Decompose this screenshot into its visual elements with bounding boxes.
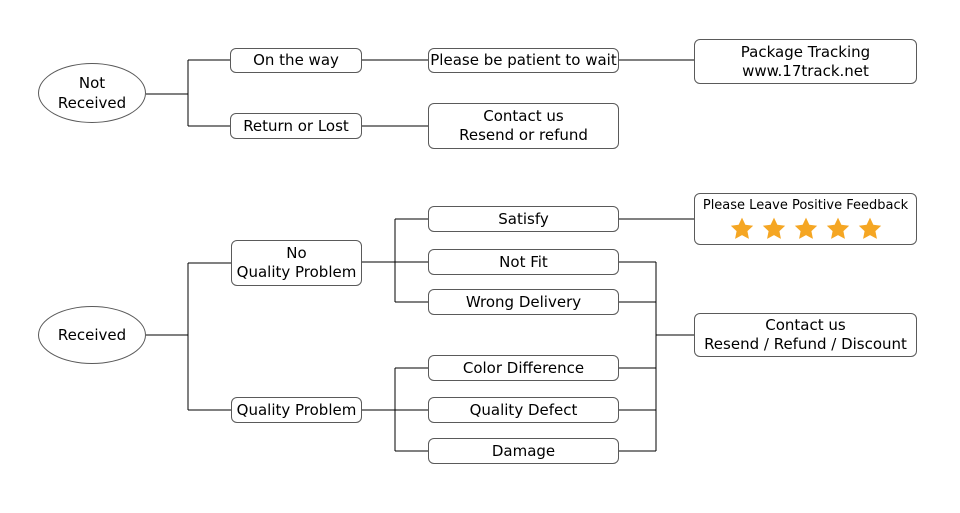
feedback-title: Please Leave Positive Feedback: [702, 197, 909, 213]
contact-resend-refund-node: Contact us Resend or refund: [428, 103, 619, 149]
damage-node: Damage: [428, 438, 619, 464]
contact-us-label: Contact us: [765, 316, 846, 334]
no-quality-label-line1: No: [286, 244, 307, 262]
wrong-delivery-node: Wrong Delivery: [428, 289, 619, 315]
tracking-url: www.17track.net: [742, 61, 869, 80]
not-fit-node: Not Fit: [428, 249, 619, 275]
no-quality-problem-node: No Quality Problem: [231, 240, 362, 286]
star-icon: [730, 217, 753, 239]
damage-label: Damage: [491, 441, 556, 460]
satisfy-label: Satisfy: [498, 209, 549, 228]
be-patient-node: Please be patient to wait: [428, 48, 619, 73]
color-difference-node: Color Difference: [428, 355, 619, 381]
not-received-node: Not Received: [38, 63, 146, 123]
satisfy-node: Satisfy: [428, 206, 619, 232]
resend-refund-discount-label: Resend / Refund / Discount: [704, 335, 907, 353]
return-or-lost-node: Return or Lost: [230, 113, 362, 139]
star-icon: [762, 217, 785, 239]
package-tracking-label: Package Tracking: [740, 42, 871, 61]
on-the-way-node: On the way: [230, 48, 362, 73]
not-fit-label: Not Fit: [499, 252, 548, 271]
positive-feedback-node: Please Leave Positive Feedback: [694, 193, 917, 245]
contact-us-label: Contact us: [483, 107, 564, 125]
quality-problem-node: Quality Problem: [231, 397, 362, 423]
wrong-delivery-label: Wrong Delivery: [465, 292, 582, 311]
not-received-label-line1: Not: [78, 74, 106, 92]
be-patient-label: Please be patient to wait: [430, 51, 617, 69]
return-or-lost-label: Return or Lost: [243, 116, 349, 135]
quality-defect-node: Quality Defect: [428, 397, 619, 423]
star-rating: [729, 216, 883, 242]
not-received-label-line2: Received: [57, 94, 127, 112]
contact-resend-refund-discount-node: Contact us Resend / Refund / Discount: [694, 313, 917, 357]
no-quality-label-line2: Quality Problem: [236, 263, 357, 281]
star-icon: [794, 217, 817, 239]
received-label: Received: [57, 326, 127, 344]
resend-or-refund-label: Resend or refund: [459, 126, 588, 144]
star-icon: [858, 217, 881, 239]
on-the-way-label: On the way: [253, 51, 339, 69]
package-tracking-node: Package Tracking www.17track.net: [694, 39, 917, 84]
color-difference-label: Color Difference: [462, 358, 585, 377]
quality-defect-label: Quality Defect: [469, 400, 578, 419]
star-icon: [826, 217, 849, 239]
received-node: Received: [38, 306, 146, 364]
quality-problem-label: Quality Problem: [236, 400, 357, 419]
